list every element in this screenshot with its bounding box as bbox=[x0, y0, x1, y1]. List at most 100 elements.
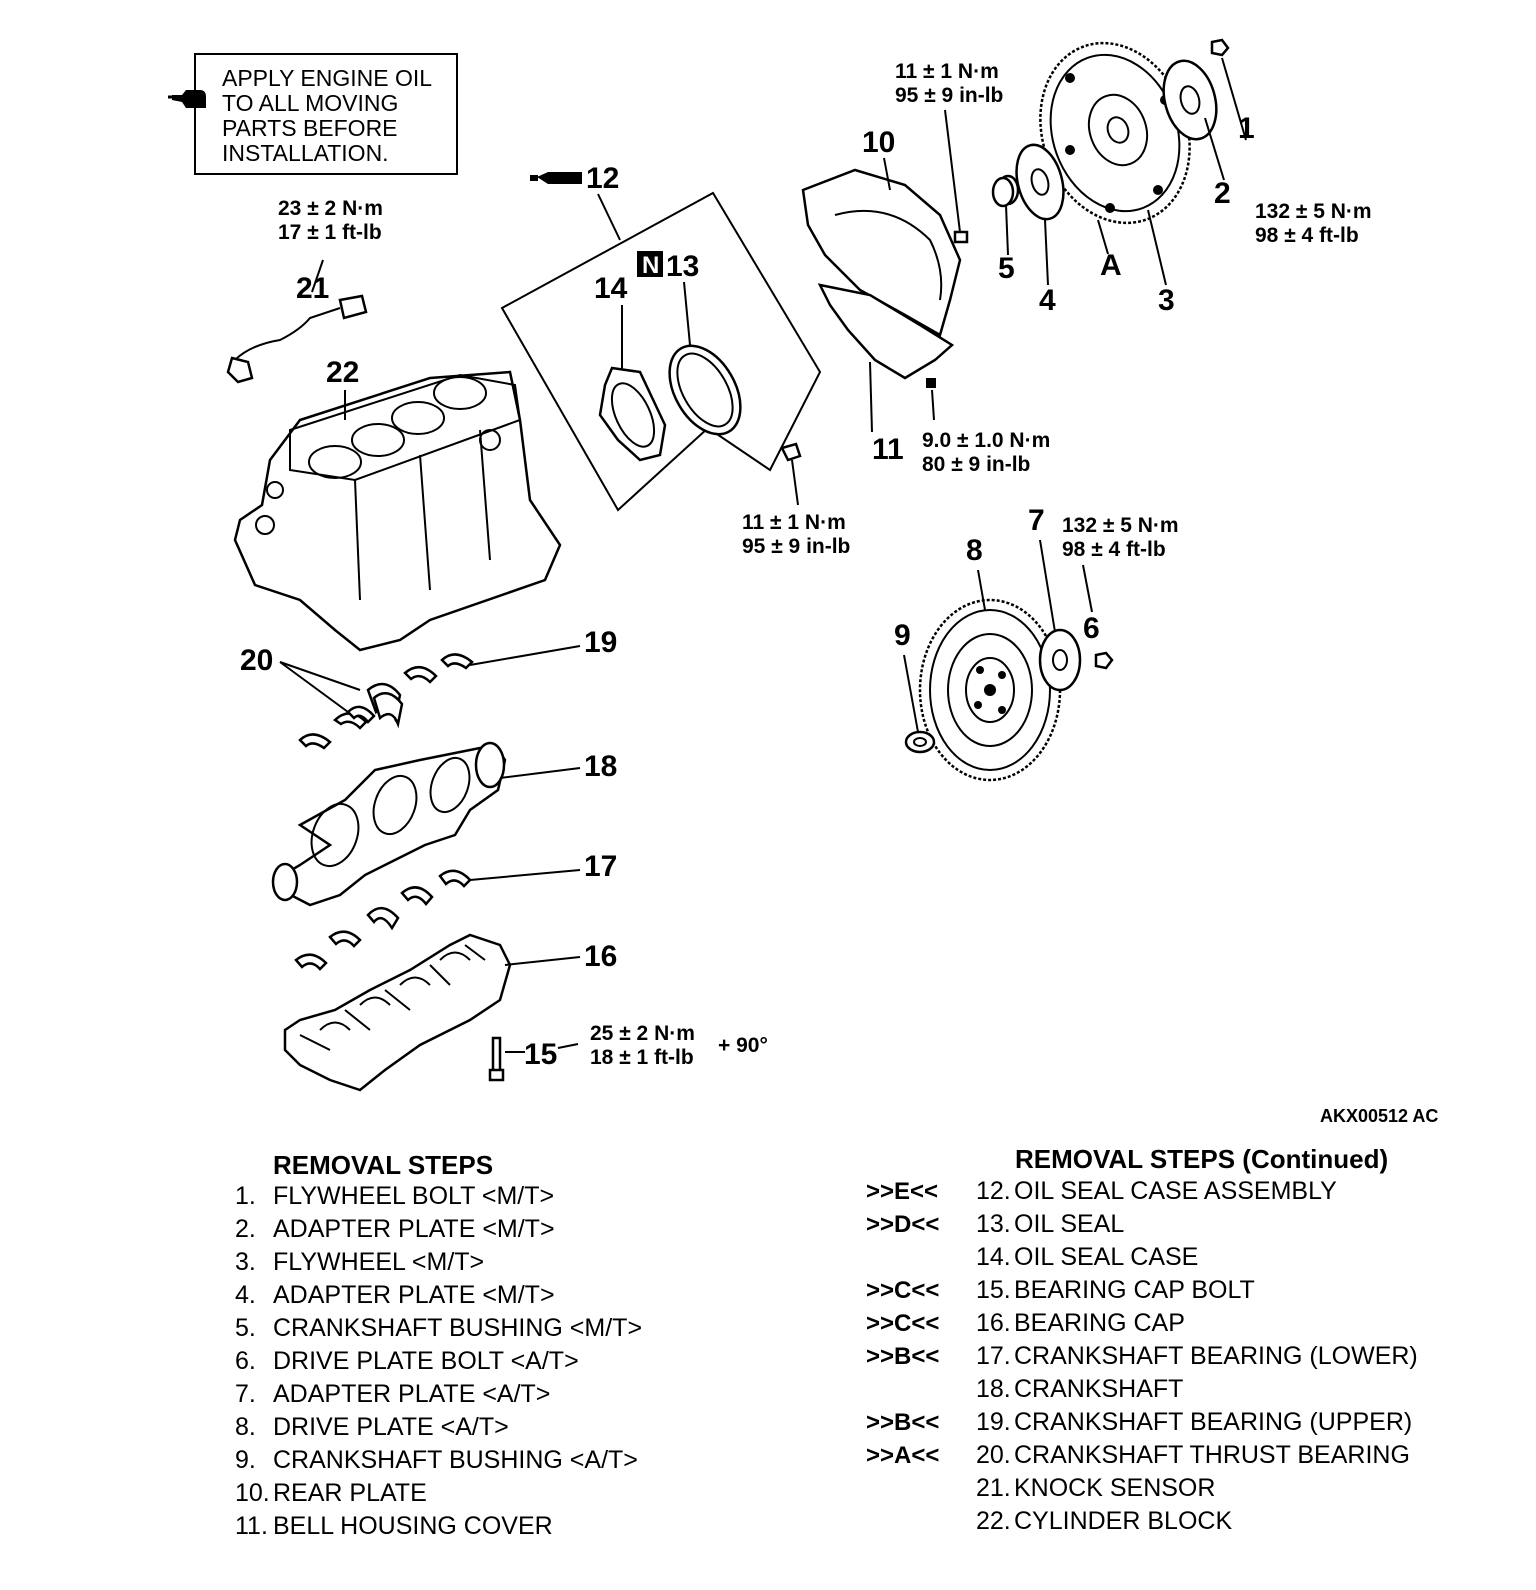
drive-plate bbox=[918, 598, 1062, 782]
callout-14: 14 bbox=[594, 272, 628, 305]
list-item: 5.CRANKSHAFT BUSHING <M/T> bbox=[235, 1314, 643, 1342]
list-item: 14.OIL SEAL CASE bbox=[976, 1243, 1199, 1271]
oil-seal-case-bolt bbox=[780, 442, 802, 462]
note-line-2: TO ALL MOVING bbox=[222, 90, 398, 116]
list-item: 13.OIL SEAL bbox=[976, 1210, 1125, 1238]
knock-sensor bbox=[226, 294, 368, 384]
torque-1-ft: 98 ± 4 ft-lb bbox=[1255, 224, 1359, 247]
oil-seal-case-assembly-group bbox=[500, 191, 822, 512]
callout-20: 20 bbox=[240, 644, 273, 677]
list-item: 22.CYLINDER BLOCK bbox=[976, 1507, 1233, 1535]
list-item: 9.CRANKSHAFT BUSHING <A/T> bbox=[235, 1446, 638, 1474]
list-item: 21.KNOCK SENSOR bbox=[976, 1474, 1216, 1502]
bell-housing-bolt bbox=[926, 378, 936, 388]
adapter-plate-at bbox=[1038, 628, 1082, 692]
torque-15-angle: + 90° bbox=[718, 1034, 768, 1057]
torque-11-nm: 9.0 ± 1.0 N·m bbox=[922, 429, 1050, 452]
step-mark: >>B<< bbox=[866, 1409, 940, 1436]
list-item: 17.CRANKSHAFT BEARING (LOWER) bbox=[976, 1342, 1418, 1370]
step-mark: >>C<< bbox=[866, 1310, 940, 1337]
list-item: 16.BEARING CAP bbox=[976, 1309, 1185, 1337]
crankshaft-bearings-lower bbox=[294, 869, 472, 971]
torque-10-nm: 11 ± 1 N·m bbox=[895, 60, 999, 83]
crankshaft-bushing-at bbox=[904, 730, 936, 754]
torque-15-nm: 25 ± 2 N·m bbox=[590, 1022, 695, 1045]
rear-plate bbox=[801, 168, 962, 337]
torque-6-nm: 132 ± 5 N·m bbox=[1062, 514, 1179, 537]
note-line-3: PARTS BEFORE bbox=[222, 115, 398, 141]
drive-plate-bolt bbox=[1094, 651, 1114, 670]
step-mark: >>E<< bbox=[866, 1178, 939, 1205]
step-mark: >>A<< bbox=[866, 1442, 940, 1469]
callout-6: 6 bbox=[1083, 612, 1100, 645]
adapter-plate-mt-rear bbox=[1162, 59, 1218, 141]
callout-2: 2 bbox=[1214, 177, 1231, 210]
list-item: 3.FLYWHEEL <M/T> bbox=[235, 1248, 485, 1276]
new-part-badge-letter: N bbox=[642, 252, 659, 279]
new-part-badge-icon: N bbox=[637, 251, 663, 279]
list-item: 1.FLYWHEEL BOLT <M/T> bbox=[235, 1182, 555, 1210]
torque-15-ft: 18 ± 1 ft-lb bbox=[590, 1046, 694, 1069]
step-mark: >>C<< bbox=[866, 1277, 940, 1304]
torque-21-nm: 23 ± 2 N·m bbox=[278, 197, 383, 220]
list-item: 2.ADAPTER PLATE <M/T> bbox=[235, 1215, 555, 1243]
callout-1: 1 bbox=[1238, 112, 1255, 145]
list-item: 18.CRANKSHAFT bbox=[976, 1375, 1184, 1403]
list-item: 12.OIL SEAL CASE ASSEMBLY bbox=[976, 1177, 1337, 1205]
removal-steps-continued-title: REMOVAL STEPS (Continued) bbox=[1015, 1144, 1389, 1174]
engine-oil-note: APPLY ENGINE OIL TO ALL MOVING PARTS BEF… bbox=[168, 53, 458, 175]
flywheel bbox=[1039, 41, 1191, 225]
bell-housing-cover bbox=[817, 283, 955, 380]
note-line-1: APPLY ENGINE OIL bbox=[222, 65, 432, 91]
list-item: 10.REAR PLATE bbox=[235, 1479, 427, 1507]
callout-13: 13 bbox=[666, 250, 699, 283]
list-item: 11.BELL HOUSING COVER bbox=[235, 1512, 553, 1540]
torque-6-ft: 98 ± 4 ft-lb bbox=[1062, 538, 1166, 561]
callout-A: A bbox=[1100, 249, 1122, 282]
list-item: 19.CRANKSHAFT BEARING (UPPER) bbox=[976, 1408, 1413, 1436]
flywheel-bolt bbox=[1210, 38, 1230, 57]
list-item: 7.ADAPTER PLATE <A/T> bbox=[235, 1380, 551, 1408]
sealant-tube-icon bbox=[530, 172, 582, 184]
cylinder-block bbox=[233, 370, 562, 652]
figure-reference: AKX00512 AC bbox=[1320, 1106, 1438, 1126]
callout-21: 21 bbox=[296, 272, 329, 305]
torque-12-in: 95 ± 9 in-lb bbox=[742, 535, 850, 558]
step-mark: >>D<< bbox=[866, 1211, 940, 1238]
callout-15: 15 bbox=[524, 1038, 557, 1071]
callout-16: 16 bbox=[584, 940, 617, 973]
list-item: 15.BEARING CAP BOLT bbox=[976, 1276, 1255, 1304]
oil-seal bbox=[668, 344, 742, 436]
removal-steps-title: REMOVAL STEPS bbox=[273, 1150, 494, 1180]
callout-4: 4 bbox=[1039, 284, 1056, 317]
list-item: 8.DRIVE PLATE <A/T> bbox=[235, 1413, 509, 1441]
bearing-cap-bolt bbox=[488, 1036, 505, 1082]
step-mark: >>B<< bbox=[866, 1343, 940, 1370]
note-line-4: INSTALLATION. bbox=[222, 140, 389, 166]
crankshaft-bushing-mt bbox=[991, 174, 1020, 208]
crankshaft-bearings-upper bbox=[298, 653, 474, 750]
bearing-cap bbox=[283, 933, 512, 1092]
rear-plate-bolt bbox=[953, 230, 969, 244]
callout-12: 12 bbox=[586, 162, 619, 195]
callout-19: 19 bbox=[584, 626, 617, 659]
torque-10-in: 95 ± 9 in-lb bbox=[895, 84, 1003, 107]
list-item: 6.DRIVE PLATE BOLT <A/T> bbox=[235, 1347, 579, 1375]
callout-18: 18 bbox=[584, 750, 617, 783]
torque-21-ft: 17 ± 1 ft-lb bbox=[278, 221, 382, 244]
callout-11: 11 bbox=[872, 433, 904, 466]
crankshaft bbox=[271, 741, 507, 907]
exploded-parts-diagram: APPLY ENGINE OIL TO ALL MOVING PARTS BEF… bbox=[168, 38, 1438, 1126]
torque-12-nm: 11 ± 1 N·m bbox=[742, 511, 846, 534]
adapter-plate-mt-front bbox=[1015, 143, 1065, 221]
callout-7: 7 bbox=[1028, 504, 1045, 537]
callout-3: 3 bbox=[1158, 284, 1175, 317]
callout-17: 17 bbox=[584, 850, 617, 883]
callout-22: 22 bbox=[326, 356, 359, 389]
list-item: 4.ADAPTER PLATE <M/T> bbox=[235, 1281, 555, 1309]
callout-10: 10 bbox=[862, 126, 895, 159]
callout-9: 9 bbox=[894, 619, 911, 652]
callout-8: 8 bbox=[966, 534, 983, 567]
list-item: 20.CRANKSHAFT THRUST BEARING bbox=[976, 1441, 1410, 1469]
torque-1-nm: 132 ± 5 N·m bbox=[1255, 200, 1372, 223]
